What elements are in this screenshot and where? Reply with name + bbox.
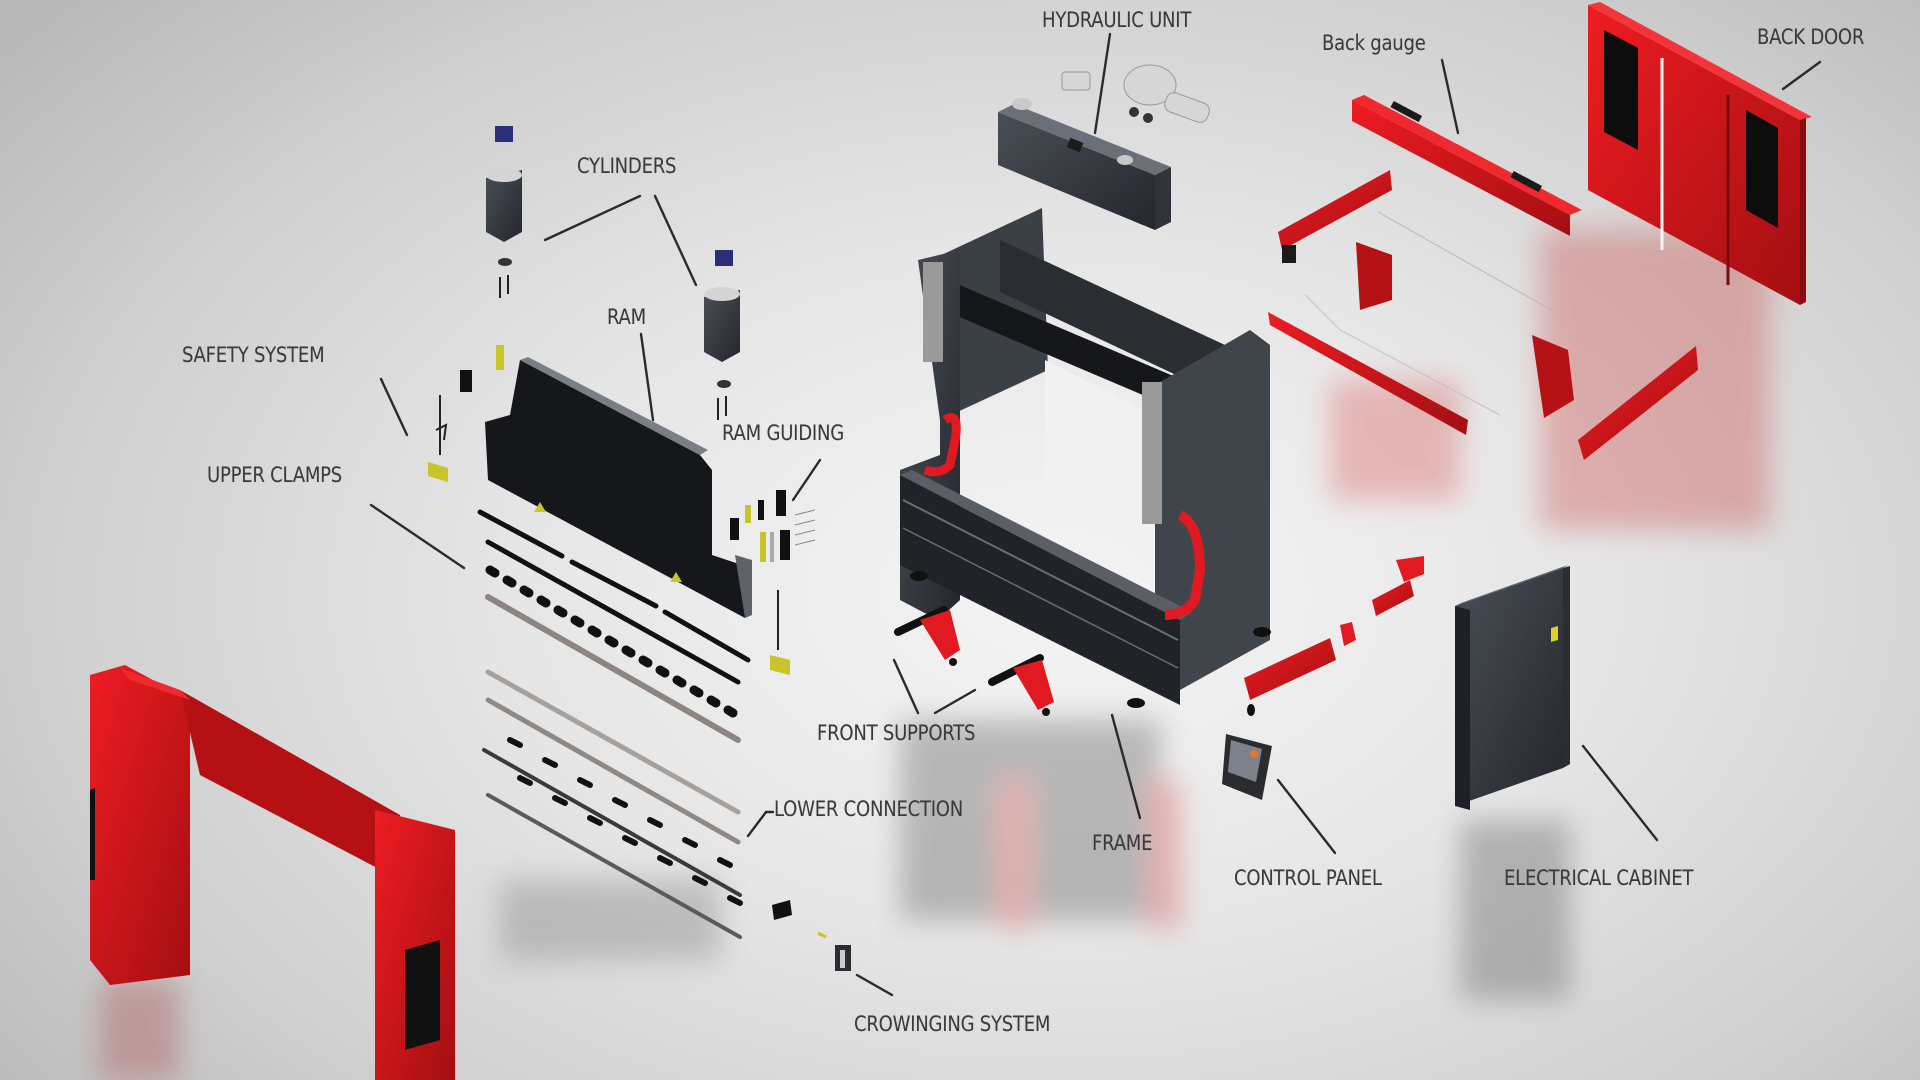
control-panel-part [1222, 734, 1272, 800]
cylinders-part [486, 126, 740, 420]
label-front-supports: FRONT SUPPORTS [817, 721, 976, 745]
label-ram-guiding: RAM GUIDING [722, 421, 844, 445]
back-gauge-part [1268, 95, 1698, 460]
label-frame: FRAME [1092, 831, 1153, 855]
label-control-panel: CONTROL PANEL [1234, 866, 1382, 890]
label-back-door: BACK DOOR [1757, 25, 1865, 49]
label-upper-clamps: UPPER CLAMPS [207, 463, 342, 487]
label-hydraulic-unit: HYDRAULIC UNIT [1042, 8, 1192, 32]
side-guard-part [90, 665, 455, 1080]
ram-guiding-part [730, 490, 816, 675]
hydraulic-unit-part [998, 64, 1210, 230]
label-lower-connection: LOWER CONNECTION [774, 797, 964, 821]
ram-part [460, 345, 752, 618]
lower-connection-part [482, 669, 743, 939]
back-door-part [1588, 2, 1812, 305]
label-cylinders: CYLINDERS [577, 154, 677, 178]
crowinging-system-part [772, 900, 851, 971]
label-crowinging-system: CROWINGING SYSTEM [854, 1012, 1051, 1036]
electrical-cabinet-part [1455, 565, 1570, 810]
label-electrical-cabinet: ELECTRICAL CABINET [1504, 866, 1694, 890]
control-arm-part [1244, 556, 1424, 716]
label-back-gauge: Back gauge [1322, 31, 1426, 55]
floor-reflections [100, 230, 1770, 1080]
leader-lines [369, 32, 1822, 997]
upper-clamps-part [477, 509, 751, 743]
label-ram: RAM [607, 305, 646, 329]
safety-system-part [428, 395, 448, 482]
frame-part [900, 208, 1271, 708]
label-safety-system: SAFETY SYSTEM [182, 343, 325, 367]
front-supports-part [894, 606, 1054, 716]
